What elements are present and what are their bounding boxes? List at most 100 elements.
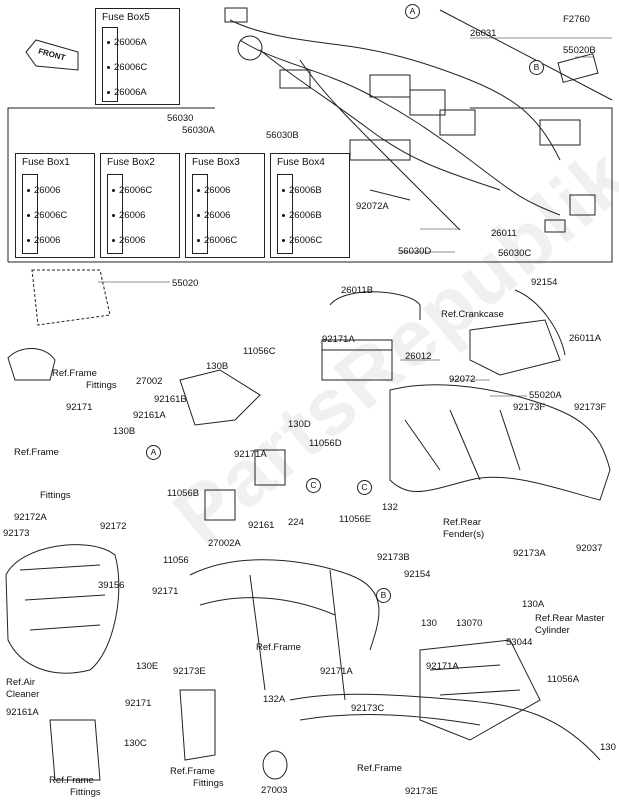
fuse-item: 26006C bbox=[197, 235, 237, 246]
part-label: 130 bbox=[600, 742, 616, 753]
front-label: FRONT bbox=[37, 46, 67, 63]
part-label: 92171A bbox=[426, 661, 459, 672]
fuse-item: 26006C bbox=[27, 210, 67, 221]
part-label: 55020A bbox=[529, 390, 562, 401]
part-label: 27002A bbox=[208, 538, 241, 549]
part-label: 130E bbox=[136, 661, 159, 672]
part-label: 26031 bbox=[470, 28, 497, 39]
part-label: 130C bbox=[124, 738, 147, 749]
part-label: 11056E bbox=[339, 514, 372, 525]
fuse-item: 26006C bbox=[107, 62, 147, 73]
callout-c: C bbox=[306, 478, 321, 493]
part-label: 92154 bbox=[531, 277, 558, 288]
part-label: 92171A bbox=[234, 449, 267, 460]
part-label: Fittings bbox=[70, 787, 101, 798]
part-label: 132 bbox=[382, 502, 398, 513]
fuse-item: 26006A bbox=[107, 37, 147, 48]
part-label: Ref.Frame bbox=[49, 775, 94, 786]
fuse-box-title: Fuse Box2 bbox=[107, 157, 155, 168]
part-label: 11056B bbox=[167, 488, 200, 499]
part-label: Fittings bbox=[86, 380, 117, 391]
callout-b: B bbox=[529, 60, 544, 75]
part-label: Ref.Frame bbox=[170, 766, 215, 777]
part-label: 130B bbox=[113, 426, 136, 437]
part-label: 130 bbox=[421, 618, 437, 629]
part-label: 56030B bbox=[266, 130, 299, 141]
part-label: 92154 bbox=[404, 569, 431, 580]
part-label: Cleaner bbox=[6, 689, 40, 700]
fuse-box-4: Fuse Box4 26006B 26006B 26006C bbox=[270, 153, 350, 258]
part-label: 92173B bbox=[377, 552, 410, 563]
part-label: Ref.Frame bbox=[14, 447, 59, 458]
part-label: 26011A bbox=[569, 333, 602, 344]
part-label: 56030C bbox=[498, 248, 532, 259]
part-label: 92173E bbox=[173, 666, 206, 677]
callout-a: A bbox=[146, 445, 161, 460]
part-label: 224 bbox=[288, 517, 304, 528]
part-label: 13070 bbox=[456, 618, 483, 629]
callout-b: B bbox=[376, 588, 391, 603]
part-label: 11056D bbox=[309, 438, 342, 449]
part-label: 92173 bbox=[3, 528, 30, 539]
fuse-item: 26006B bbox=[282, 185, 322, 196]
front-arrow: FRONT bbox=[26, 38, 80, 68]
fuse-box-5: Fuse Box5 26006A 26006C 26006A bbox=[95, 8, 180, 105]
fuse-item: 26006 bbox=[197, 210, 230, 221]
fuse-item: 26006C bbox=[282, 235, 322, 246]
fuse-item: 26006B bbox=[282, 210, 322, 221]
part-label: Ref.Crankcase bbox=[441, 309, 504, 320]
part-label: 11056C bbox=[243, 346, 276, 357]
part-label: 92161B bbox=[154, 394, 187, 405]
part-label: 92171 bbox=[66, 402, 93, 413]
part-label: 92072 bbox=[449, 374, 476, 385]
part-label: 56030A bbox=[182, 125, 215, 136]
part-label: 56030D bbox=[398, 246, 432, 257]
part-label: Ref.Frame bbox=[357, 763, 402, 774]
fuse-box-title: Fuse Box1 bbox=[22, 157, 70, 168]
fuse-item: 26006 bbox=[112, 235, 145, 246]
part-label: 132A bbox=[263, 694, 286, 705]
part-label: 92161A bbox=[6, 707, 39, 718]
part-label: Ref.Air bbox=[6, 677, 36, 688]
part-label: 130A bbox=[522, 599, 545, 610]
fuse-item: 26006 bbox=[197, 185, 230, 196]
part-label: 92171 bbox=[152, 586, 179, 597]
part-label: 92072A bbox=[356, 201, 389, 212]
part-label: 130B bbox=[206, 361, 229, 372]
part-label: 92171A bbox=[320, 666, 353, 677]
part-label: 92171A bbox=[322, 334, 355, 345]
part-label: 92172 bbox=[100, 521, 127, 532]
part-label: Ref.Rear bbox=[443, 517, 482, 528]
fuse-box-title: Fuse Box5 bbox=[102, 12, 150, 23]
part-label: 92172A bbox=[14, 512, 47, 523]
part-label: 53044 bbox=[506, 637, 533, 648]
part-label: 92173F bbox=[574, 402, 607, 413]
part-label: Fittings bbox=[193, 778, 224, 789]
part-label: Ref.Frame bbox=[52, 368, 97, 379]
part-label: Fittings bbox=[40, 490, 71, 501]
part-label: 11056 bbox=[163, 555, 189, 566]
fuse-box-2: Fuse Box2 26006C 26006 26006 bbox=[100, 153, 180, 258]
part-label: Ref.Frame bbox=[256, 642, 301, 653]
part-label: 92173C bbox=[351, 703, 385, 714]
part-label: 26011B bbox=[341, 285, 374, 296]
fuse-item: 26006C bbox=[112, 185, 152, 196]
fuse-item: 26006 bbox=[27, 185, 60, 196]
fuse-box-title: Fuse Box3 bbox=[192, 157, 240, 168]
part-label: 92037 bbox=[576, 543, 603, 554]
part-label: 55020 bbox=[172, 278, 199, 289]
part-label: 11056A bbox=[547, 674, 580, 685]
fuse-item: 26006 bbox=[27, 235, 60, 246]
part-label: 26012 bbox=[405, 351, 432, 362]
fuse-item: 26006 bbox=[112, 210, 145, 221]
fuse-box-3: Fuse Box3 26006 26006 26006C bbox=[185, 153, 265, 258]
part-label: 92171 bbox=[125, 698, 152, 709]
part-label: 130D bbox=[288, 419, 311, 430]
fuse-box-title: Fuse Box4 bbox=[277, 157, 325, 168]
part-label: Fender(s) bbox=[443, 529, 485, 540]
part-label: 55020B bbox=[563, 45, 596, 56]
callout-c: C bbox=[357, 480, 372, 495]
part-label: 92173F bbox=[513, 402, 546, 413]
